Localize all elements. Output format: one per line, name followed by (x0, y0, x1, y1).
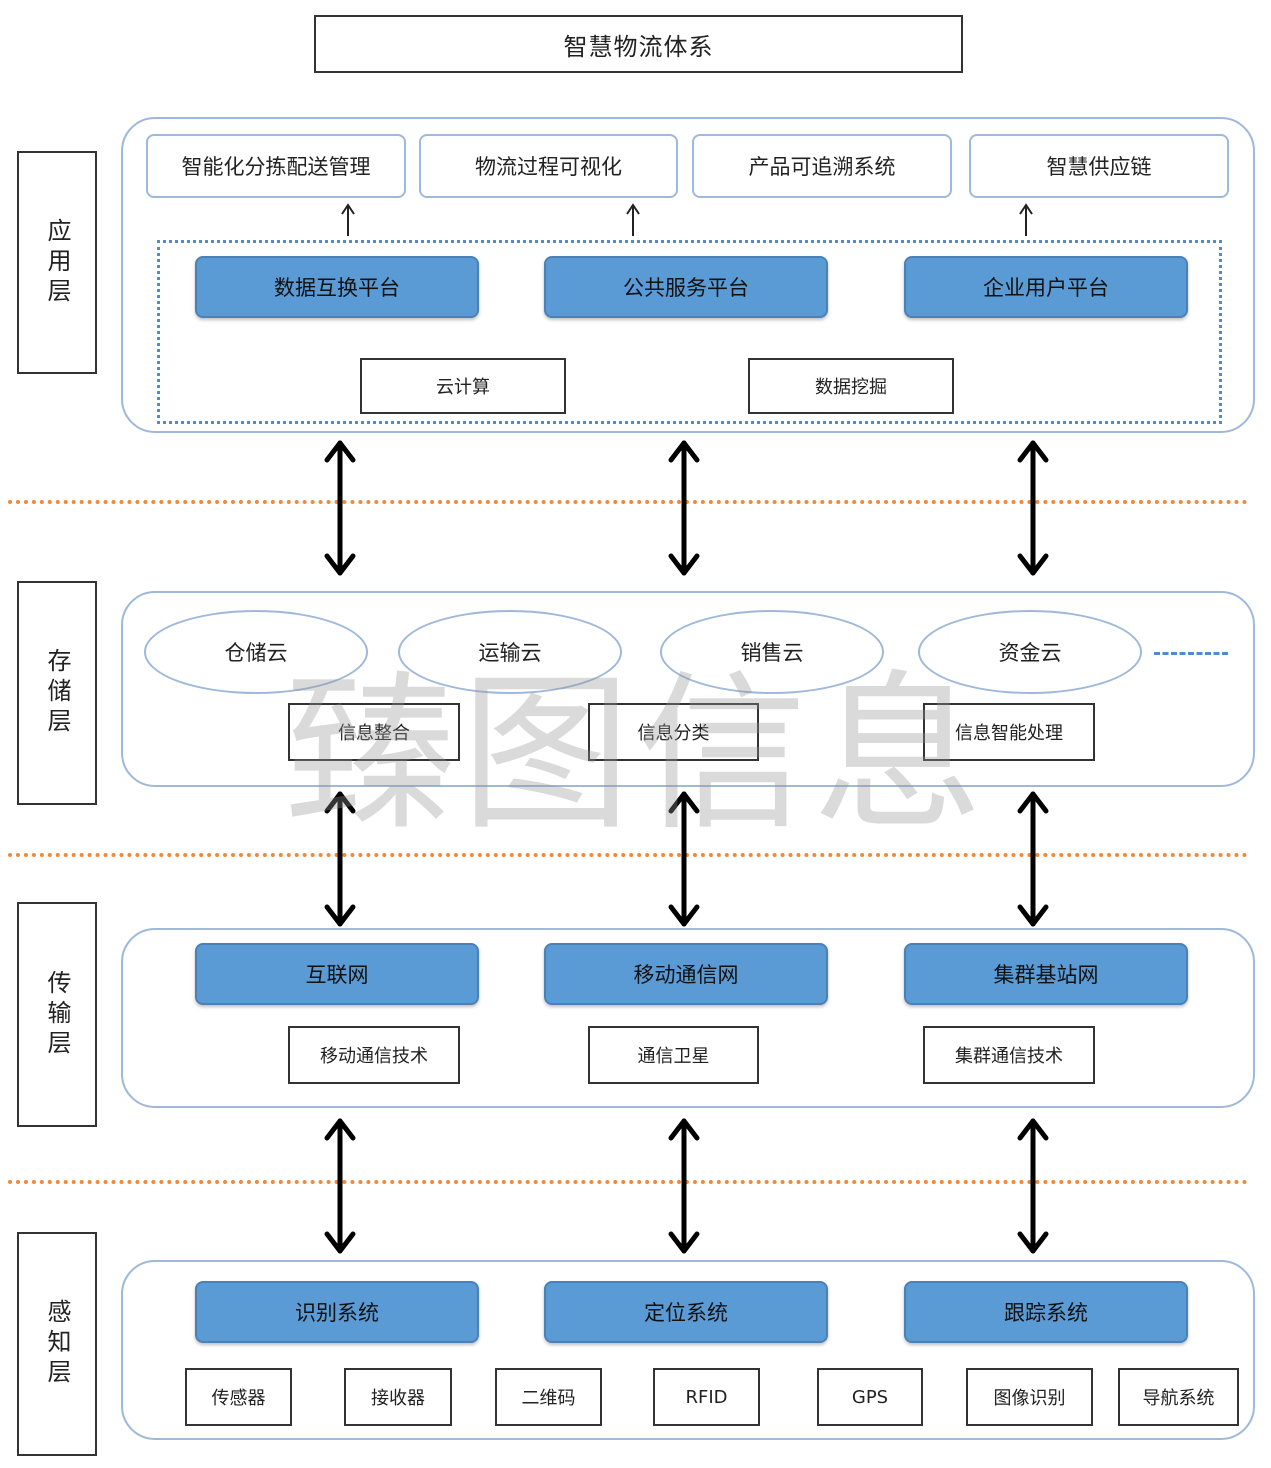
more-clouds-ellipsis (1154, 652, 1228, 655)
layer-label-storage: 存储层 (17, 581, 97, 805)
device-gps: GPS (817, 1368, 923, 1426)
device-receiver: 接收器 (344, 1368, 452, 1426)
device-rfid: RFID (653, 1368, 760, 1426)
platform-data-exchange: 数据互换平台 (195, 256, 479, 318)
system-identification: 识别系统 (195, 1281, 479, 1343)
tech-data-mining: 数据挖掘 (748, 358, 954, 414)
tech-satellite: 通信卫星 (588, 1026, 759, 1084)
app-box-smart-sorting: 智能化分拣配送管理 (146, 134, 406, 198)
tech-info-integration: 信息整合 (288, 703, 460, 761)
cloud-transport: 运输云 (398, 610, 622, 694)
double-arrow-storage-transport-left (324, 791, 356, 927)
device-sensor: 传感器 (185, 1368, 292, 1426)
app-box-supply-chain: 智慧供应链 (969, 134, 1229, 198)
double-arrow-transport-perception-left (324, 1118, 356, 1254)
double-arrow-app-storage-left (324, 440, 356, 576)
double-arrow-app-storage-right (1017, 440, 1049, 576)
tech-cluster-communication: 集群通信技术 (923, 1026, 1095, 1084)
arrow-up-app-2-head (626, 203, 640, 215)
layer-separator-2 (8, 853, 1248, 857)
device-navigation: 导航系统 (1118, 1368, 1239, 1426)
cloud-warehouse: 仓储云 (144, 610, 368, 694)
cloud-finance: 资金云 (918, 610, 1142, 694)
diagram-title: 智慧物流体系 (314, 15, 963, 73)
cloud-sales: 销售云 (660, 610, 884, 694)
platform-public-service: 公共服务平台 (544, 256, 828, 318)
network-cluster-base-station: 集群基站网 (904, 943, 1188, 1005)
layer-label-perception: 感知层 (17, 1232, 97, 1456)
tech-mobile-communication: 移动通信技术 (288, 1026, 460, 1084)
device-qr-code: 二维码 (495, 1368, 602, 1426)
network-mobile: 移动通信网 (544, 943, 828, 1005)
network-internet: 互联网 (195, 943, 479, 1005)
platform-enterprise-user: 企业用户平台 (904, 256, 1188, 318)
double-arrow-transport-perception-center (668, 1118, 700, 1254)
app-box-visualization: 物流过程可视化 (419, 134, 678, 198)
arrow-up-app-1-head (341, 203, 355, 215)
double-arrow-storage-transport-center (668, 791, 700, 927)
double-arrow-app-storage-center (668, 440, 700, 576)
layer-label-application: 应用层 (17, 151, 97, 374)
device-image-recognition: 图像识别 (966, 1368, 1093, 1426)
tech-cloud-computing: 云计算 (360, 358, 566, 414)
double-arrow-transport-perception-right (1017, 1118, 1049, 1254)
double-arrow-storage-transport-right (1017, 791, 1049, 927)
platform-group-frame (157, 240, 1222, 424)
tech-info-classification: 信息分类 (588, 703, 759, 761)
arrow-up-app-3-head (1019, 203, 1033, 215)
layer-separator-3 (8, 1180, 1248, 1184)
app-box-traceability: 产品可追溯系统 (692, 134, 952, 198)
layer-label-transport: 传输层 (17, 902, 97, 1127)
tech-info-smart-processing: 信息智能处理 (923, 703, 1095, 761)
layer-separator-1 (8, 500, 1248, 504)
system-positioning: 定位系统 (544, 1281, 828, 1343)
system-tracking: 跟踪系统 (904, 1281, 1188, 1343)
